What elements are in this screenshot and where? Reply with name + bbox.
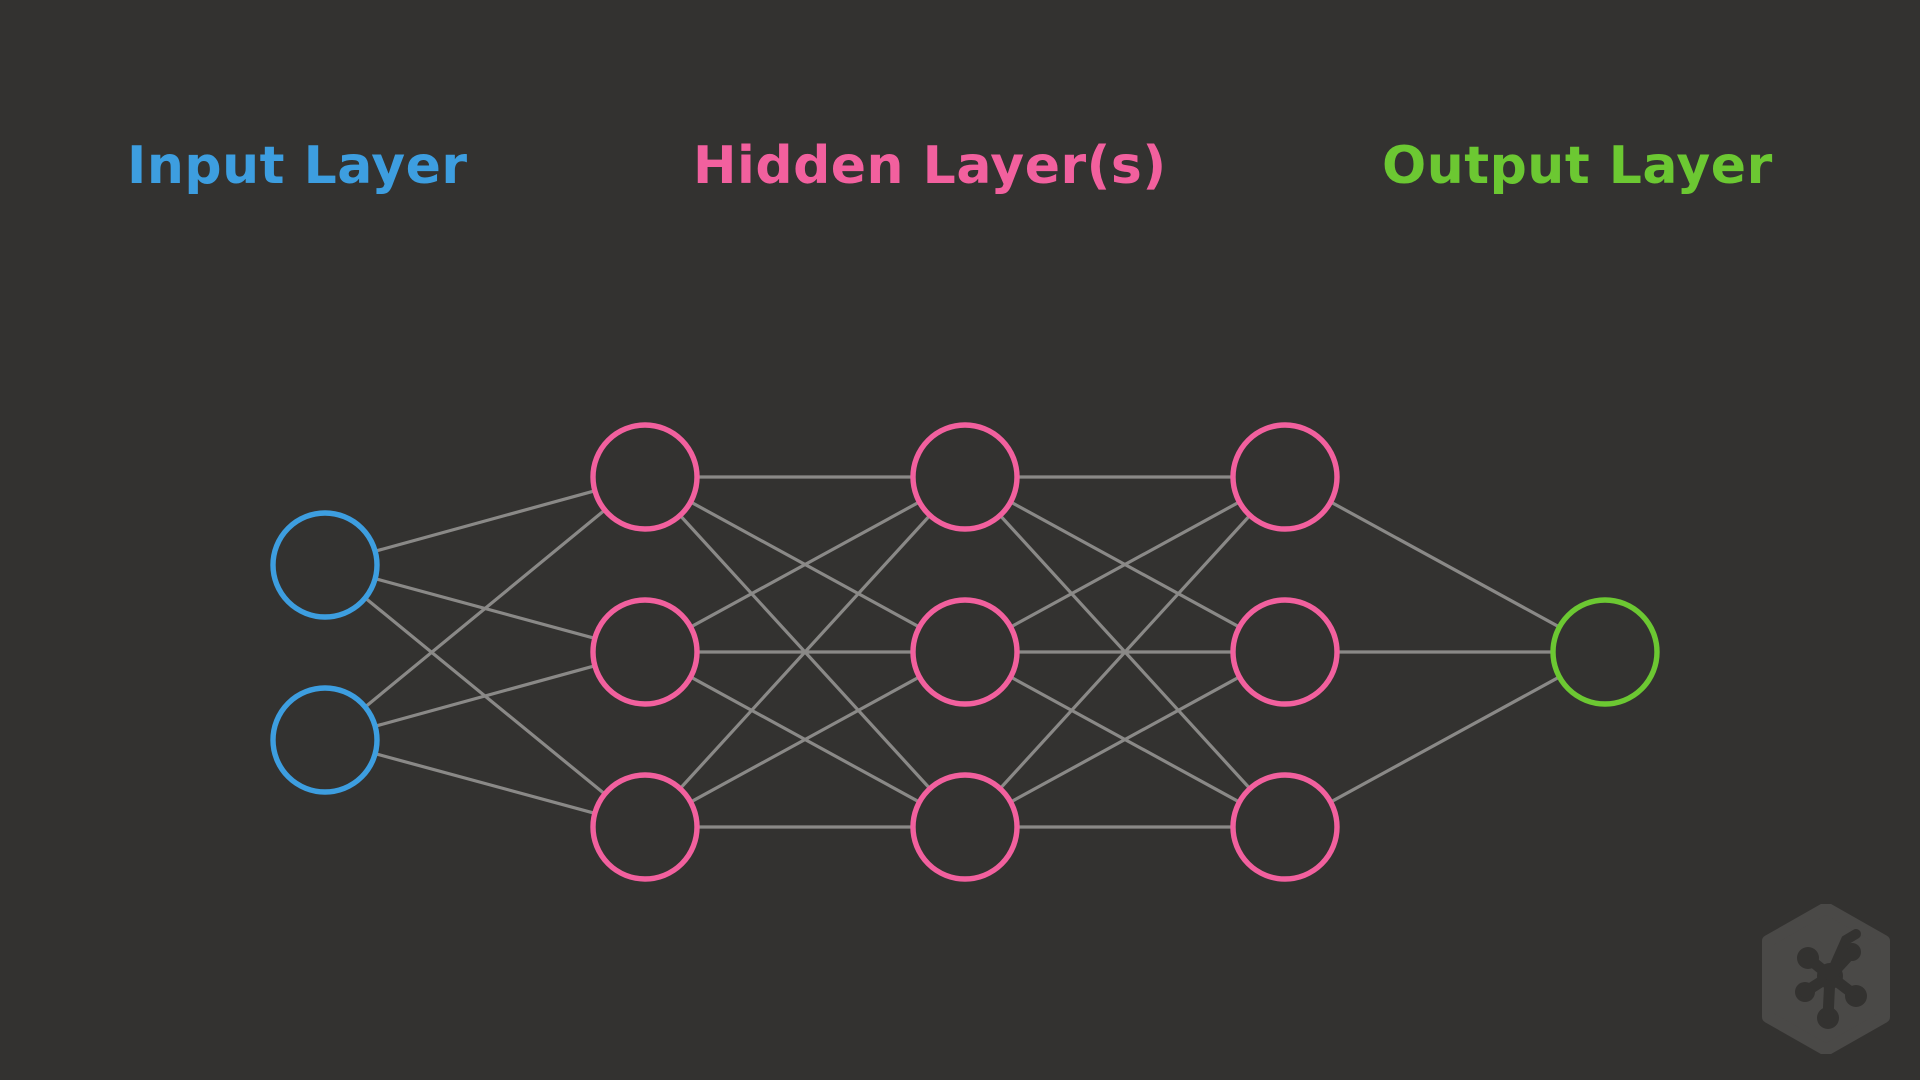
neuron-node-h3_1: [1230, 422, 1340, 532]
connection-edge: [1329, 500, 1561, 629]
connection-edge: [679, 514, 931, 790]
neuron-node-i2: [270, 685, 380, 795]
connection-edge: [374, 489, 596, 553]
neuron-node-h1_1: [590, 422, 700, 532]
nodes-group: [270, 422, 1660, 882]
neuron-node-h1_3: [590, 772, 700, 882]
neuron-node-h1_2: [590, 597, 700, 707]
neuron-node-h3_2: [1230, 597, 1340, 707]
neuron-node-h2_2: [910, 597, 1020, 707]
neuron-node-h2_1: [910, 422, 1020, 532]
neuron-node-h2_3: [910, 772, 1020, 882]
connection-edge: [689, 675, 921, 804]
connection-edge: [1009, 675, 1241, 804]
connection-edge: [1009, 500, 1241, 629]
neuron-glyph: [1795, 929, 1867, 1029]
connection-edge: [999, 514, 1251, 790]
neuron-node-o1: [1550, 597, 1660, 707]
neuron-node-h3_3: [1230, 772, 1340, 882]
hexagon-neuron-logo-icon: [1762, 904, 1890, 1054]
neuron-node-i1: [270, 510, 380, 620]
connection-edge: [1329, 675, 1561, 804]
connections-group: [364, 475, 1561, 829]
connection-edge: [689, 500, 921, 629]
connection-edge: [364, 509, 606, 708]
connection-edge: [374, 664, 596, 728]
connection-edge: [374, 752, 596, 815]
